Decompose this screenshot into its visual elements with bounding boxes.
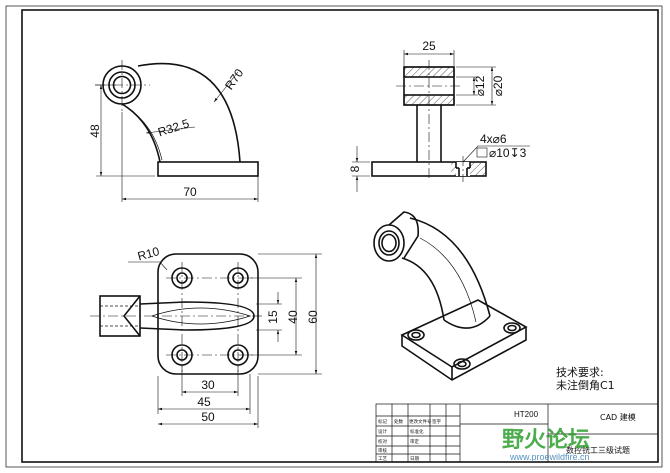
tb-cell-9: 工艺 (378, 456, 387, 462)
top-view: R10 15 40 60 30 45 50 (90, 244, 322, 428)
inner-border (21, 9, 659, 463)
dim-width-25: 25 (422, 39, 436, 53)
callout-holes: 4x⌀6 (480, 132, 507, 146)
dim-30: 30 (201, 378, 215, 392)
tb-cell-0: 标记 (378, 418, 387, 425)
dim-r70: R70 (222, 66, 246, 92)
watermark: 野火论坛 www.proewildfire.cn (502, 427, 590, 462)
dim-40: 40 (286, 310, 300, 324)
dim-dia-20: ⌀20 (491, 75, 505, 96)
tb-model-tag: CAD 建模 (600, 412, 636, 422)
notes-line1: 未注倒角C1 (556, 378, 615, 392)
isometric-view (373, 211, 528, 381)
dim-45: 45 (197, 395, 211, 409)
dim-50: 50 (201, 410, 215, 424)
dim-width-70: 70 (183, 185, 197, 199)
notes-title: 技术要求: (556, 366, 604, 379)
tb-cell-1: 处数 (394, 418, 403, 425)
arm-inner-arc (121, 103, 161, 163)
tb-exam: 数控铣工三级试题 (566, 445, 630, 455)
dim-height-48: 48 (88, 124, 102, 138)
tb-cell-4: 设计 (378, 428, 387, 435)
arm-outer-arc (137, 62, 241, 163)
outer-border (5, 5, 663, 468)
tb-cell-2: 更改文件号 (409, 418, 432, 425)
tb-cell-8: 审核 (378, 447, 387, 454)
dim-slot-15: 15 (266, 310, 280, 324)
top-boss (99, 295, 141, 337)
tb-cell-3: 签字 (432, 418, 441, 425)
top-arm (139, 301, 255, 331)
watermark-name: 野火论坛 (502, 427, 590, 453)
side-view: 25 ⌀12 ⌀20 4x⌀6 ⌀10↧3 8 (348, 39, 530, 192)
callout-counterbore: ⌀10↧3 (489, 146, 527, 160)
watermark-url: www.proewildfire.cn (509, 452, 590, 462)
title-block: HT200 CAD 建模 数控铣工三级试题 标记 处数 更改文件号 签字 设计 … (375, 403, 659, 463)
dim-60: 60 (306, 310, 320, 324)
front-view: 48 70 R70 R32.5 (88, 60, 259, 202)
tb-cell-6: 校对 (378, 438, 387, 445)
dim-r32-5: R32.5 (156, 116, 191, 139)
tb-cell-5: 标准化 (410, 428, 424, 435)
dim-dia-12: ⌀12 (473, 75, 487, 96)
dim-base-8: 8 (348, 165, 362, 172)
front-base (157, 161, 259, 177)
tb-cell-7: 审定 (410, 438, 419, 445)
dim-r10: R10 (136, 244, 161, 263)
tb-cell-10: 日期 (410, 456, 419, 462)
tb-material: HT200 (514, 410, 539, 419)
